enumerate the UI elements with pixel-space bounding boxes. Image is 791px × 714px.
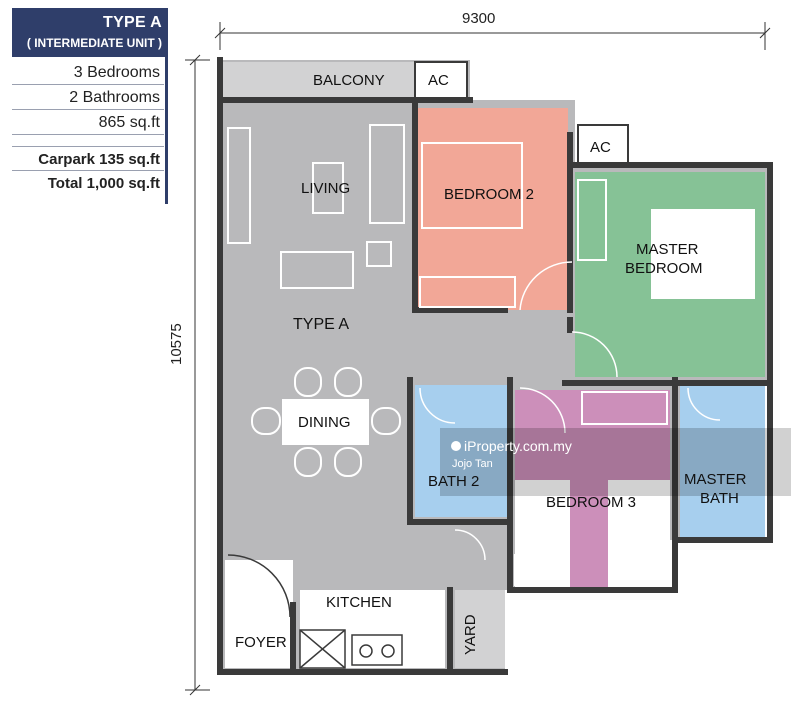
yard-area [455,590,505,668]
ac-label-2: AC [590,139,611,156]
living-furniture [227,124,405,289]
living-label: LIVING [301,180,351,197]
master-bath-label-2: BATH [700,490,739,507]
unit-area: 865 sq.ft [12,110,164,135]
kitchen-counter [299,629,403,669]
bedroom2-area [418,108,568,310]
door-swings [227,261,721,618]
ac-label-1: AC [428,72,449,89]
dining-label: DINING [298,414,351,431]
watermark-band [440,428,791,496]
watermark-pin-icon [451,441,461,451]
yard-label: YARD [462,614,479,655]
foyer-label: FOYER [235,634,287,651]
balcony-area [222,62,415,102]
unit-info-card: TYPE A ( INTERMEDIATE UNIT ) 3 Bedrooms … [12,8,168,204]
height-dimension: 10575 [168,323,185,365]
height-dimension-line [185,54,210,696]
card-border [165,8,168,204]
unit-type-title: TYPE A [103,14,162,31]
foyer-area [225,560,293,668]
unit-subtitle: ( INTERMEDIATE UNIT ) [26,36,162,50]
kitchen-area [300,590,445,668]
master-bedroom-label-1: MASTER [636,241,699,258]
balcony-label: BALCONY [313,72,385,89]
bath2-area [415,385,507,517]
watermark-agent: Jojo Tan [452,458,493,470]
bedroom2-label: BEDROOM 2 [444,186,535,203]
bathrooms-count: 2 Bathrooms [12,85,164,110]
bedroom-furniture [419,142,755,586]
dining-furniture [251,367,401,477]
walls [217,57,773,675]
bath2-label: BATH 2 [428,473,480,490]
total-area: Total 1,000 sq.ft [47,175,160,192]
type-label: TYPE A [293,316,350,333]
master-bath-label-1: MASTER [684,471,747,488]
ac-ledge-1 [414,61,468,101]
master-bath-area [680,385,765,537]
ac-ledge-2 [577,124,629,166]
width-dimension-line [214,22,771,50]
master-bedroom-label-2: BEDROOM [625,260,703,277]
bedroom3-label: BEDROOM 3 [546,494,637,511]
watermark-brand: iProperty.com.my [464,438,572,454]
kitchen-label: KITCHEN [326,594,392,611]
bedrooms-count: 3 Bedrooms [12,60,164,85]
width-dimension: 9300 [462,10,496,27]
carpark-area: Carpark 135 sq.ft [12,146,164,171]
unit-info-header: TYPE A ( INTERMEDIATE UNIT ) [12,8,168,57]
